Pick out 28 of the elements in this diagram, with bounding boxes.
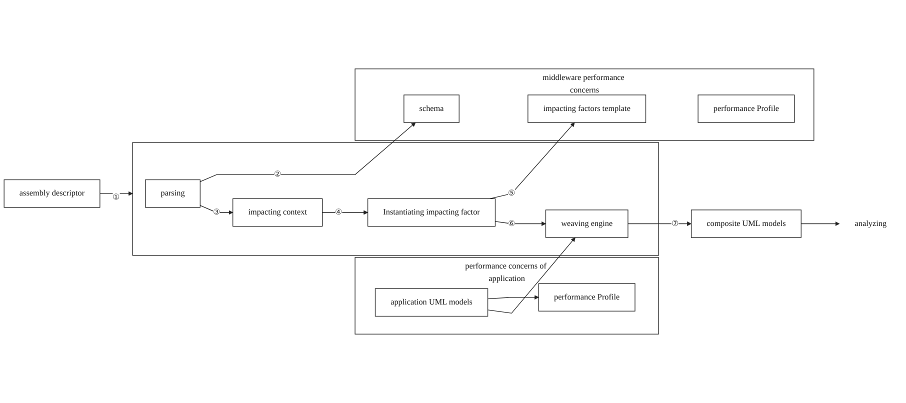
edge-label: ③ bbox=[212, 208, 220, 217]
node-box: composite UML models bbox=[690, 210, 802, 238]
edge-label: ⑦ bbox=[671, 219, 678, 228]
arrow bbox=[487, 237, 576, 314]
node-box: Instantiating impacting factor bbox=[368, 198, 496, 227]
node-box: weaving engine bbox=[545, 210, 628, 238]
arrow bbox=[494, 221, 546, 226]
node-box: impacting context bbox=[232, 198, 323, 227]
edge-label: ⑤ bbox=[508, 188, 516, 198]
arrow bbox=[200, 122, 416, 182]
arrow bbox=[800, 221, 840, 226]
edge-label: ④ bbox=[335, 208, 342, 217]
arrow bbox=[628, 221, 692, 226]
node-box: schema bbox=[404, 94, 460, 123]
edge-label: ② bbox=[274, 170, 282, 179]
arrow bbox=[322, 210, 368, 215]
node-box: performance Profile bbox=[538, 283, 636, 312]
edge-label: ⑥ bbox=[508, 219, 516, 228]
cluster bbox=[132, 142, 659, 256]
edge-label: ① bbox=[112, 193, 120, 202]
node-box: application UML models bbox=[374, 288, 488, 317]
node-box: assembly descriptor bbox=[4, 179, 100, 208]
arrow bbox=[487, 295, 539, 300]
node-box: performance Profile bbox=[698, 94, 795, 123]
arrow bbox=[490, 122, 575, 200]
node-box: impacting factors template bbox=[528, 94, 646, 123]
node-box: parsing bbox=[145, 179, 200, 208]
node-text: analyzing bbox=[854, 219, 887, 228]
